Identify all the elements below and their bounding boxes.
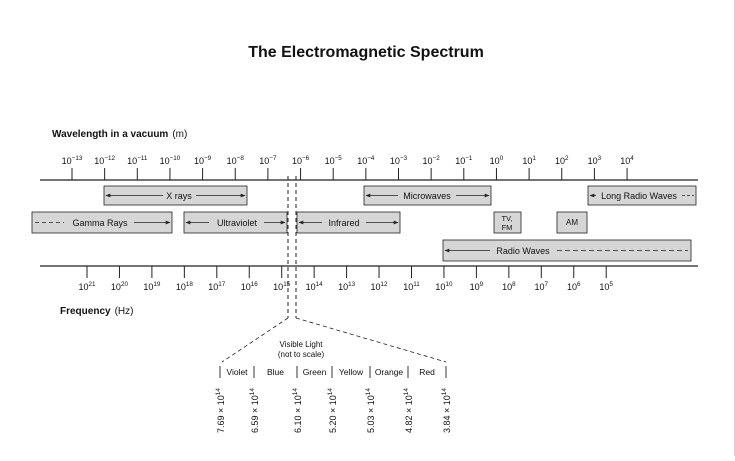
frequency-label-unit: (Hz): [115, 306, 134, 317]
wavelength-axis-label: Wavelength in a vacuum (m): [52, 129, 187, 140]
band-long-radio-waves: Long Radio Waves: [587, 185, 697, 206]
visible-light-color-label: Red: [419, 367, 435, 377]
wavelength-tick-label: 10−12: [94, 155, 115, 166]
frequency-tick-label: 105: [599, 281, 613, 292]
band-tv-fm: TV, FM: [493, 211, 522, 234]
band-microwaves-label: Microwaves: [403, 191, 451, 201]
frequency-tick-label: 1015: [273, 281, 291, 292]
wavelength-tick-label: 10−13: [62, 155, 83, 166]
band-x-rays-label: X rays: [166, 191, 192, 201]
wavelength-tick-label: 101: [522, 155, 536, 166]
visible-light-boundary-label: 6.59 × 1014: [249, 388, 260, 433]
wavelength-ticks: 10−13 10−12 10−11 10−10 10−9 10−8 10−7 10−6 10−5…: [62, 155, 634, 180]
band-radio-waves: Radio Waves: [442, 239, 692, 262]
frequency-tick-label: 1018: [176, 281, 194, 292]
visible-light-colors: 7.69 × 1014 6.59 × 1014 6.10 × 1014 5.20 × …: [215, 366, 452, 433]
visible-light-boundary-label: 5.03 × 1014: [365, 388, 376, 433]
frequency-tick-label: 1010: [435, 281, 453, 292]
frequency-axis-label: Frequency (Hz): [60, 306, 133, 317]
frequency-tick-label: 1016: [241, 281, 259, 292]
visible-light-color-label: Yellow: [339, 367, 364, 377]
wavelength-label-bold: Wavelength in a vacuum: [52, 129, 168, 140]
visible-light-boundary-label: 5.20 × 1014: [327, 388, 338, 433]
wavelength-tick-label: 10−2: [423, 155, 441, 166]
visible-light-title: Visible Light: [280, 340, 324, 349]
wavelength-tick-label: 10−6: [292, 155, 310, 166]
band-ultraviolet-label: Ultraviolet: [217, 218, 258, 228]
visible-light-boundary-label: 4.82 × 1014: [403, 388, 414, 433]
visible-light-boundary-label: 6.10 × 1014: [292, 388, 303, 433]
wavelength-tick-label: 10−3: [390, 155, 408, 166]
visible-light-boundary-label: 7.69 × 1014: [215, 388, 226, 433]
frequency-tick-label: 1019: [143, 281, 161, 292]
band-infrared: Infrared: [296, 211, 401, 234]
wavelength-tick-label: 10−5: [325, 155, 343, 166]
frequency-tick-label: 1013: [338, 281, 356, 292]
frequency-tick-label: 1017: [208, 281, 226, 292]
band-gamma-rays: Gamma Rays: [31, 211, 173, 234]
wavelength-tick-label: 10−4: [357, 155, 375, 166]
visible-light-marker: [221, 176, 447, 363]
wavelength-tick-label: 10−1: [455, 155, 473, 166]
wavelength-label-unit: (m): [172, 129, 187, 140]
band-radio-waves-label: Radio Waves: [496, 246, 550, 256]
wavelength-tick-label: 100: [490, 155, 504, 166]
wavelength-tick-label: 102: [555, 155, 569, 166]
band-gamma-rays-label: Gamma Rays: [72, 218, 128, 228]
frequency-label-bold: Frequency: [60, 306, 111, 317]
band-am: AM: [556, 211, 588, 234]
frequency-tick-label: 107: [535, 281, 549, 292]
visible-light-color-label: Green: [303, 367, 327, 377]
wavelength-tick-label: 10−8: [227, 155, 245, 166]
frequency-tick-label: 108: [502, 281, 516, 292]
wavelength-tick-label: 10−11: [127, 155, 148, 166]
visible-light-color-label: Violet: [226, 367, 248, 377]
band-microwaves: Microwaves: [363, 185, 492, 206]
band-ultraviolet: Ultraviolet: [183, 211, 288, 234]
wavelength-tick-label: 10−10: [160, 155, 181, 166]
frequency-tick-label: 1011: [403, 281, 420, 292]
frequency-tick-label: 109: [470, 281, 484, 292]
frequency-tick-label: 1014: [306, 281, 324, 292]
frequency-tick-label: 1021: [78, 281, 96, 292]
wavelength-tick-label: 103: [588, 155, 602, 166]
band-am-label: AM: [566, 218, 578, 227]
wavelength-tick-label: 104: [620, 155, 634, 166]
wavelength-tick-label: 10−7: [259, 155, 277, 166]
frequency-tick-label: 1012: [371, 281, 389, 292]
visible-light-color-label: Orange: [375, 367, 404, 377]
frequency-tick-label: 1020: [111, 281, 129, 292]
frequency-ticks: 1021 1020 1019 1018 1017 1016 1015 1014 1013 1012…: [78, 266, 613, 292]
band-long-radio-waves-label: Long Radio Waves: [601, 191, 677, 201]
band-x-rays: X rays: [103, 185, 248, 206]
band-tv-fm-label-line1: TV,: [502, 214, 513, 223]
diagram-title: The Electromagnetic Spectrum: [248, 44, 484, 61]
visible-light-subtitle: (not to scale): [278, 350, 325, 359]
band-tv-fm-label-line2: FM: [502, 223, 513, 232]
band-infrared-label: Infrared: [328, 218, 359, 228]
visible-light-color-label: Blue: [267, 367, 284, 377]
visible-light-boundary-label: 3.84 × 1014: [441, 388, 452, 433]
wavelength-tick-label: 10−9: [194, 155, 212, 166]
frequency-tick-label: 106: [567, 281, 581, 292]
